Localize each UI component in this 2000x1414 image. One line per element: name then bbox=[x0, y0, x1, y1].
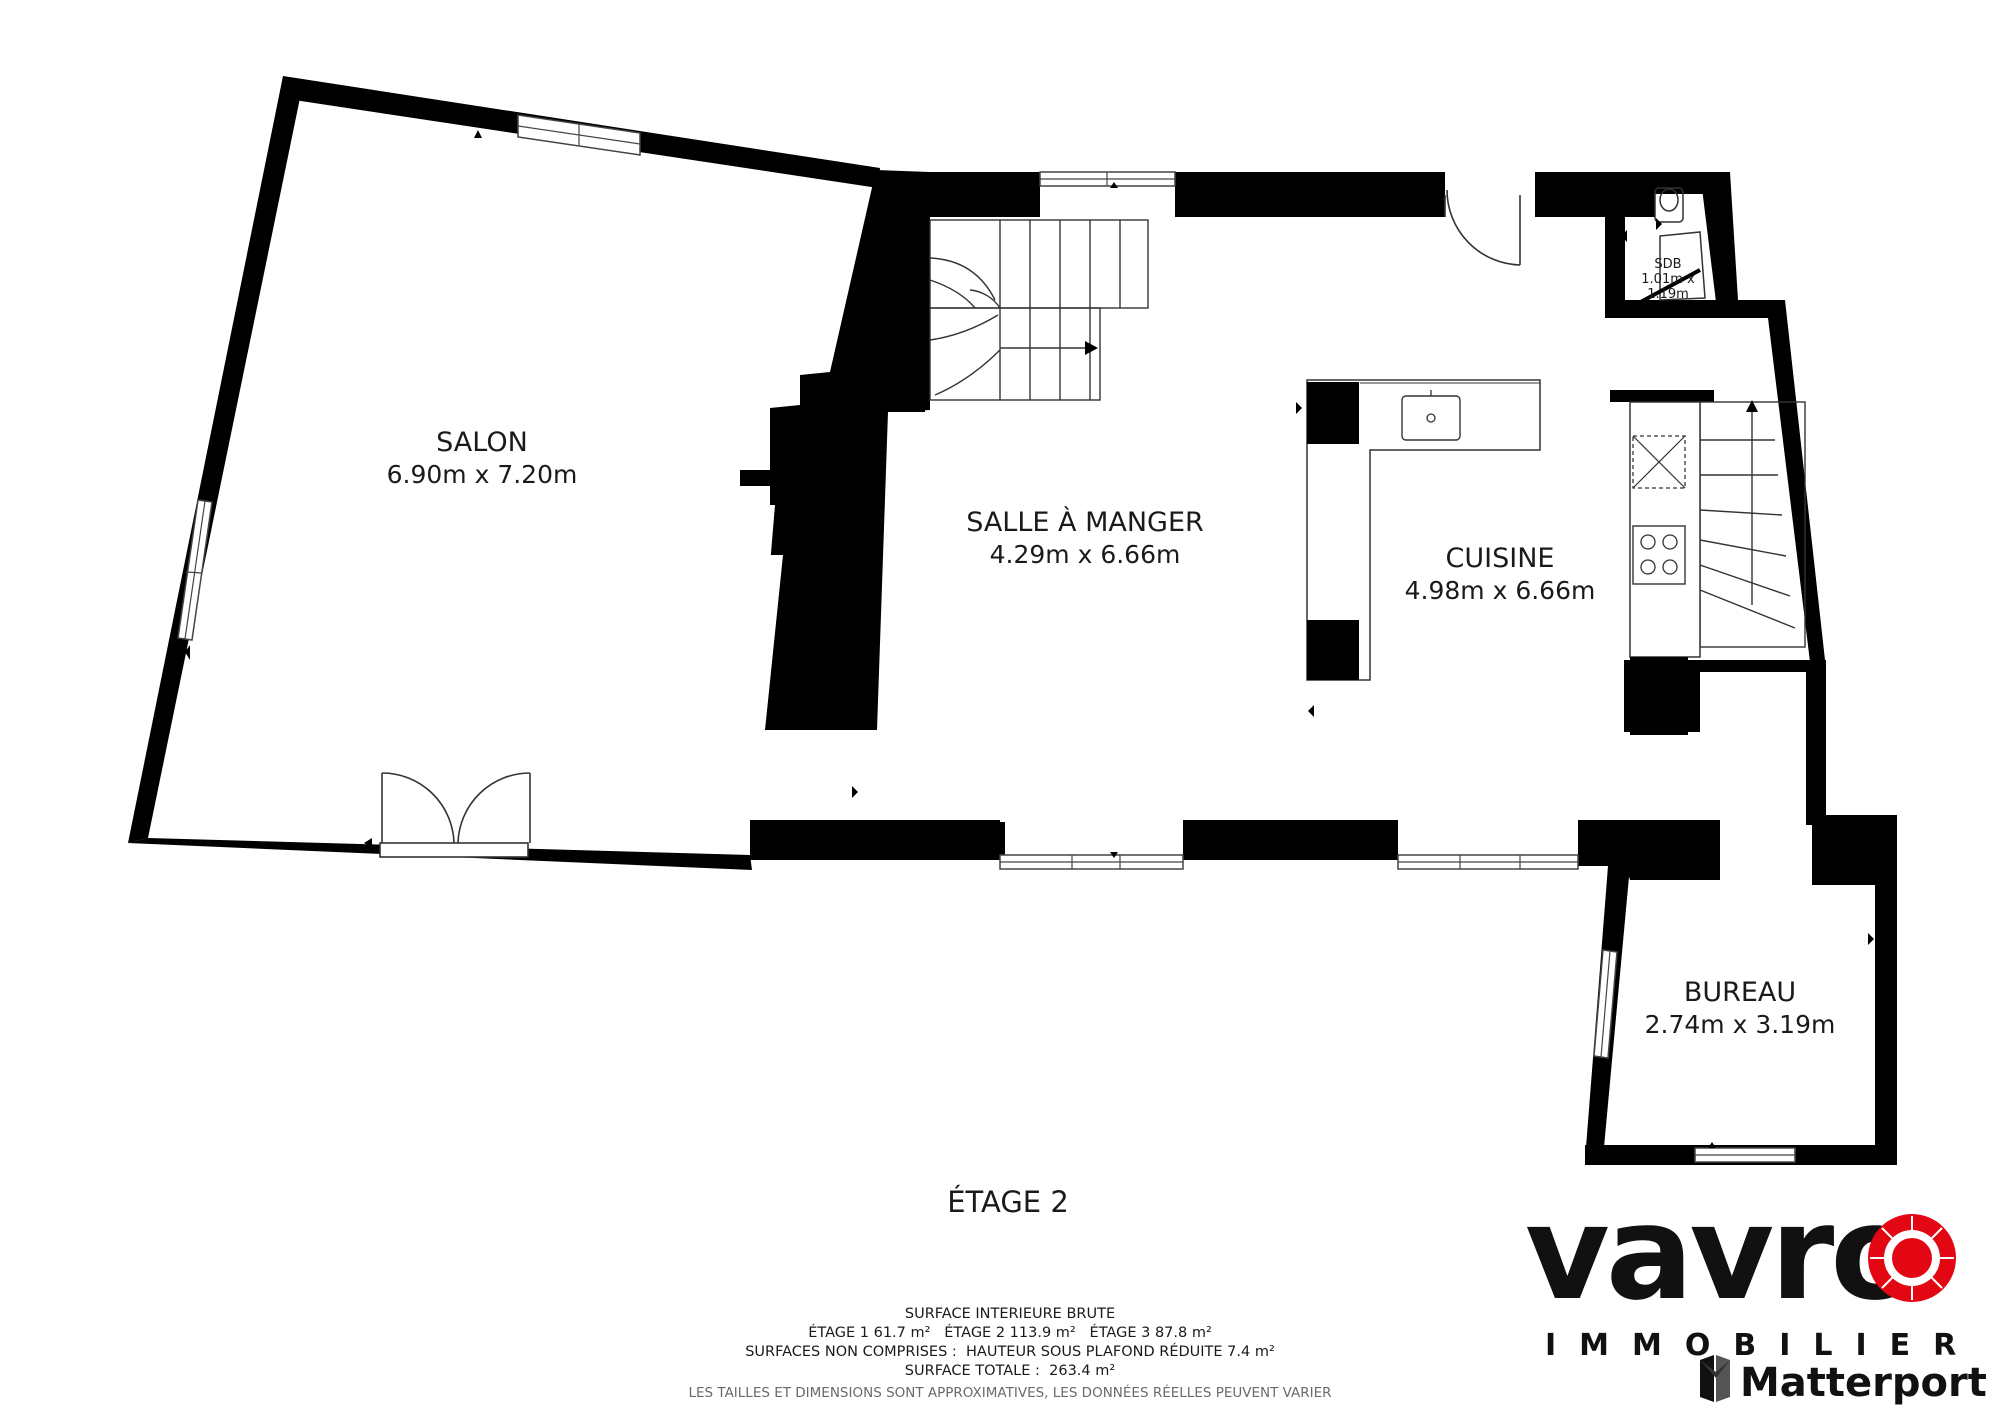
kitchen-island bbox=[1306, 379, 1541, 681]
dining-bottom-window bbox=[999, 854, 1184, 870]
kitchen-top-door bbox=[1444, 189, 1521, 266]
bottom-walls bbox=[750, 820, 1720, 880]
salon-top-window bbox=[517, 114, 641, 156]
sun-icon bbox=[1868, 1214, 1956, 1302]
surface-total: SURFACE TOTALE : 263.4 m² bbox=[905, 1363, 1115, 1379]
central-wall bbox=[740, 170, 930, 730]
vavro-subtext: IMMOBILIER bbox=[1545, 1328, 1979, 1363]
stairs-central bbox=[929, 219, 1149, 401]
sdb-dims-line2: 1.19m bbox=[1647, 287, 1689, 302]
vavro-logo: vavro IMMOBILIER bbox=[1525, 1177, 1979, 1363]
matterport-icon bbox=[1700, 1355, 1730, 1402]
salle-a-manger-dims: 4.29m x 6.66m bbox=[990, 540, 1181, 569]
sdb-walls bbox=[1605, 172, 1755, 318]
salon-left-window bbox=[177, 499, 213, 641]
markers bbox=[185, 130, 1874, 1148]
top-walls bbox=[880, 172, 1730, 217]
bureau-dims: 2.74m x 3.19m bbox=[1645, 1010, 1836, 1039]
surface-disclaimer: LES TAILLES ET DIMENSIONS SONT APPROXIMA… bbox=[688, 1384, 1331, 1401]
salon-double-door bbox=[379, 772, 531, 858]
surface-floors: ÉTAGE 1 61.7 m² ÉTAGE 2 113.9 m² ÉTAGE 3… bbox=[808, 1324, 1212, 1341]
matterport-wordmark: Matterport bbox=[1740, 1360, 1987, 1406]
sdb-label: SDB bbox=[1654, 257, 1681, 272]
dining-top-window bbox=[1039, 171, 1176, 187]
stairs-arrow bbox=[1085, 341, 1098, 355]
salle-a-manger-label: SALLE À MANGER bbox=[966, 506, 1204, 538]
stairs-right-arrow bbox=[1746, 400, 1758, 412]
surface-excluded: SURFACES NON COMPRISES : HAUTEUR SOUS PL… bbox=[745, 1343, 1275, 1360]
bureau-bottom-window bbox=[1694, 1147, 1796, 1163]
kitchen-bottom-window bbox=[1397, 854, 1579, 870]
bureau-label: BUREAU bbox=[1684, 977, 1796, 1008]
matterport-logo: Matterport bbox=[1700, 1355, 1987, 1406]
cuisine-label: CUISINE bbox=[1446, 543, 1555, 574]
sdb-dims-line1: 1.01m x bbox=[1641, 272, 1695, 287]
cuisine-dims: 4.98m x 6.66m bbox=[1405, 576, 1596, 605]
sdb-fixtures bbox=[1621, 187, 1706, 314]
salon-dims: 6.90m x 7.20m bbox=[387, 460, 578, 489]
bureau-left-window bbox=[1593, 949, 1618, 1059]
salon-label: SALON bbox=[436, 427, 528, 458]
floor-label: ÉTAGE 2 bbox=[947, 1185, 1069, 1219]
kitchen-counter bbox=[1629, 401, 1701, 735]
surface-heading: SURFACE INTERIEURE BRUTE bbox=[905, 1306, 1115, 1322]
fireplace bbox=[740, 505, 775, 565]
vavro-wordmark: vavro bbox=[1525, 1177, 1916, 1329]
